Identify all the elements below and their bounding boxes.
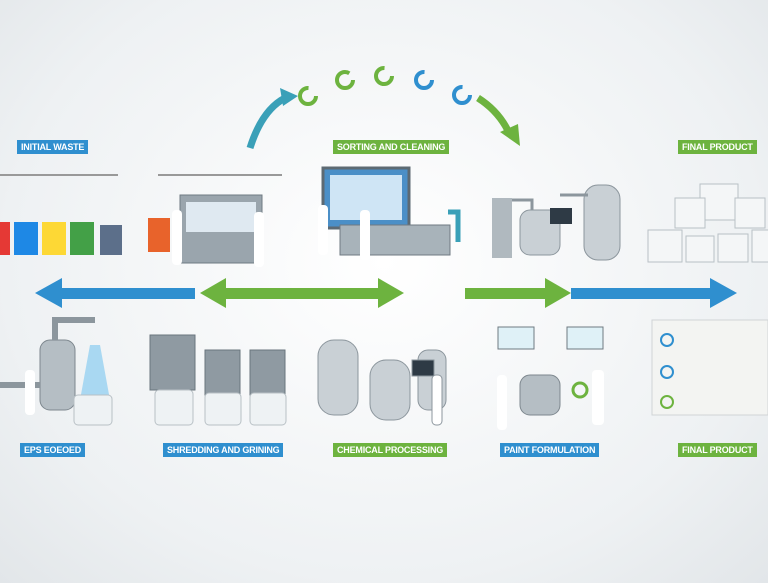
label-shredding-and-grinding: SHREDDING AND GRINING — [163, 443, 284, 457]
paint-bucket-icon — [647, 183, 768, 263]
cleaning-machine-icon — [318, 166, 461, 260]
recycling-bins-icon — [0, 174, 122, 255]
double-arrow-icon — [200, 278, 404, 308]
arc-arrowhead-right — [500, 124, 520, 146]
label-sorting-and-cleaning: SORTING AND CLEANING — [333, 140, 450, 154]
label-initial-waste: INITIAL WASTE — [17, 140, 89, 154]
tank-icon — [492, 184, 621, 261]
label-paint-formulation: PAINT FORMULATION — [500, 443, 600, 457]
final-product-panel-icon — [651, 319, 768, 416]
sorting-machine-icon — [148, 174, 282, 267]
chemical-tank-icon — [317, 339, 447, 426]
label-final-product-bottom: FINAL PRODUCT — [678, 443, 757, 457]
label-final-product-top: FINAL PRODUCT — [678, 140, 757, 154]
paint-formulation-icon — [497, 326, 604, 430]
arrow-left-icon — [35, 278, 195, 308]
eps-melting-icon — [0, 317, 113, 426]
shredder-icon — [149, 334, 287, 426]
arc-arrow-right — [476, 95, 514, 137]
arrow-right-icon — [465, 278, 571, 308]
label-chemical-processing: CHEMICAL PROCESSING — [333, 443, 448, 457]
recycle-cycle-icon — [298, 66, 472, 106]
arc-arrow-left — [246, 94, 287, 150]
arrow-right-icon — [571, 278, 737, 308]
arc-arrowhead-left — [280, 88, 298, 106]
label-eps: EPS EOEOED — [20, 443, 86, 457]
